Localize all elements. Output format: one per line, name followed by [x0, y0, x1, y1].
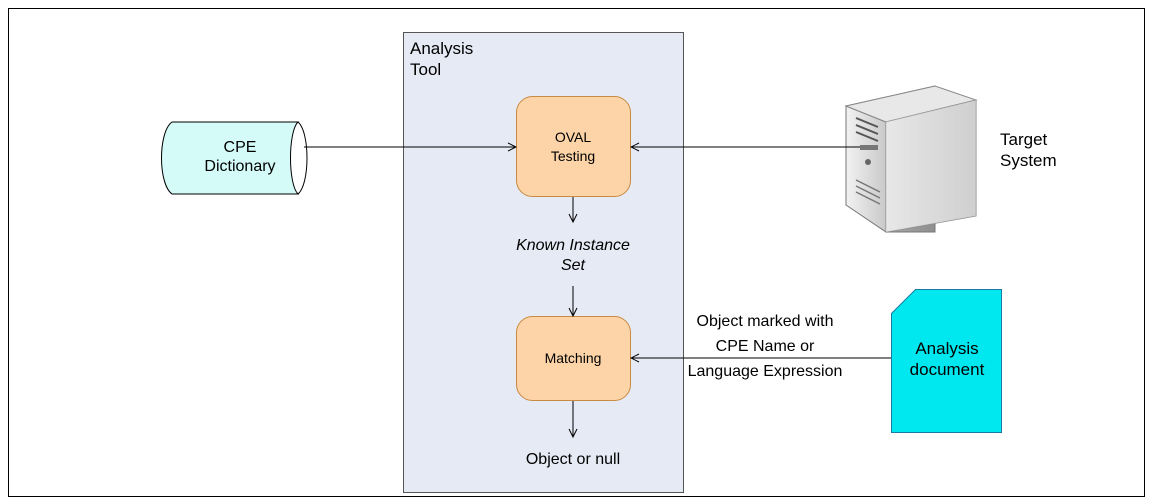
analysis-tool-title-line1: Analysis	[410, 39, 474, 58]
oval-testing-line2: Testing	[550, 148, 596, 164]
edge-label-line3: Language Expression	[687, 363, 843, 380]
cpe-dictionary-line1: CPE	[223, 139, 257, 156]
cpe-dictionary-line2: Dictionary	[204, 158, 276, 175]
edge-label-line2: CPE Name or	[715, 338, 815, 355]
analysis-tool-title-line2: Tool	[410, 60, 442, 79]
oval-testing-line1: OVAL	[554, 129, 592, 145]
known-instance-set-label: Known Instance Set	[493, 236, 653, 276]
document-edge-label: Object marked with CPE Name or Language …	[650, 309, 880, 384]
oval-testing-label: OVAL Testing	[516, 128, 630, 166]
cpe-dictionary-label: CPE Dictionary	[185, 138, 295, 176]
analysis-document-line2: document	[909, 360, 985, 379]
target-system-line2: System	[1000, 151, 1057, 170]
edge-label-line1: Object marked with	[696, 313, 834, 330]
known-instance-set-line1: Known Instance	[516, 237, 630, 254]
target-system-label: Target System	[1000, 129, 1057, 171]
analysis-document-label: Analysis document	[893, 338, 1001, 380]
cpe-dictionary-shape	[161, 121, 308, 195]
analysis-tool-title: Analysis Tool	[410, 38, 473, 80]
matching-label: Matching	[544, 350, 602, 366]
known-instance-set-line2: Set	[560, 257, 585, 274]
analysis-document-shape	[891, 289, 1002, 433]
server-tower-icon	[844, 85, 978, 233]
output-label: Object or null	[525, 451, 621, 468]
analysis-document-line1: Analysis	[915, 339, 979, 358]
target-system-line1: Target	[1000, 130, 1048, 149]
